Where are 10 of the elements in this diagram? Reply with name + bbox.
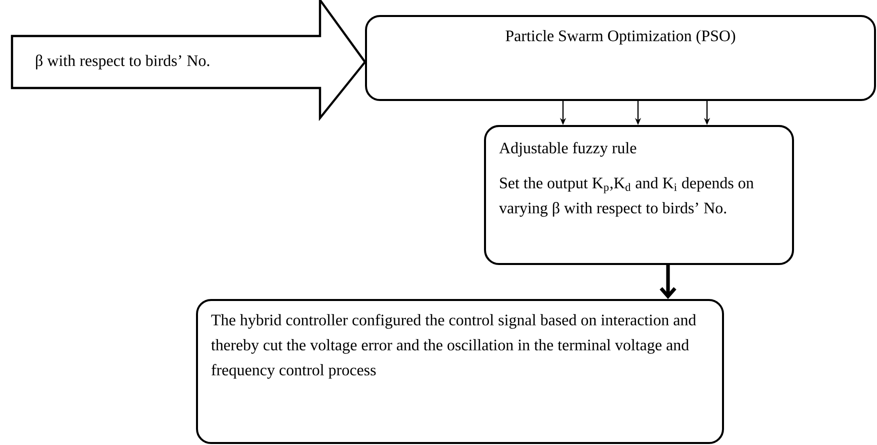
arrow <box>660 265 676 299</box>
block-arrow <box>10 0 366 122</box>
process-box <box>196 299 724 444</box>
process-box <box>365 15 876 101</box>
box-text: Particle Swarm Optimization (PSO) <box>506 30 736 44</box>
box-text: Set the output K$_{p}$,K$_{d}$ and K$_{i}$ depends on varying β with respect to birds’ No. <box>499 177 754 217</box>
box-heading: Adjustable fuzzy rule <box>499 142 636 157</box>
process-box <box>484 125 794 265</box>
box-text: The hybrid controller configured the control signal based on interaction and thereby cut the voltage error and the oscillation in the terminal voltage and frequency control process <box>211 314 696 379</box>
node-text: β with respect to birds’ No. <box>36 54 210 70</box>
